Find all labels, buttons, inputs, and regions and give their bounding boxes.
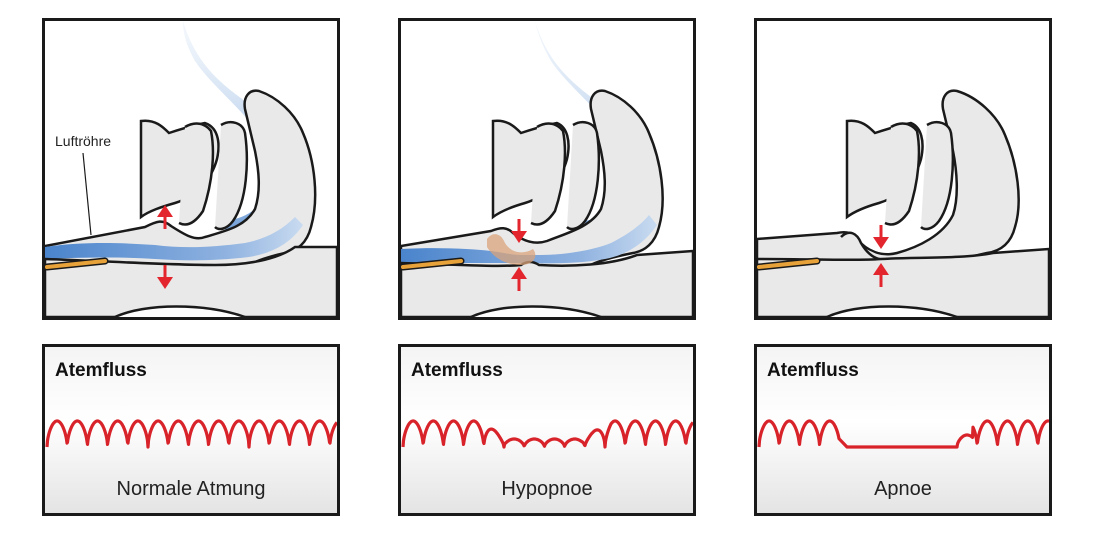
hypopnoe-breathflow-panel: Atemfluss Hypopnoe — [398, 344, 696, 516]
chest-curve — [114, 305, 246, 317]
uvula — [884, 122, 921, 226]
arrow-up-icon — [873, 263, 889, 287]
hypopnoe-airway-illustration — [401, 21, 693, 317]
trachea-label: Luftröhre — [55, 133, 112, 149]
normal-airway-illustration — [45, 21, 337, 317]
apnoe-airway-illustration — [757, 89, 1049, 317]
arrow-up-icon — [511, 267, 527, 291]
chest-curve — [826, 305, 958, 317]
trachea-tube-fill — [757, 259, 819, 269]
normal-airway-diagram: Luftröhre — [42, 18, 340, 320]
caption: Apnoe — [874, 478, 932, 500]
collapsed-tissue — [487, 234, 536, 265]
arrow-down-icon — [511, 219, 527, 243]
flow-title: Atemfluss — [55, 360, 147, 381]
epiglottis — [566, 121, 601, 231]
apnoe-breathflow-panel: Atemfluss Apnoe — [754, 344, 1052, 516]
trachea-tube-fill — [45, 259, 107, 269]
caption: Hypopnoe — [501, 478, 593, 500]
face-tissue — [757, 89, 1020, 273]
normal-breathflow-panel: Atemfluss Normale Atmung — [42, 344, 340, 516]
pharynx-wall — [401, 249, 693, 317]
face-tissue — [401, 89, 664, 273]
apnoe-breathflow-waveform — [757, 419, 1049, 449]
uvula — [178, 122, 215, 226]
apnoe-airway-diagram — [754, 18, 1052, 320]
airway-flow — [401, 215, 657, 264]
caption: Normale Atmung — [116, 478, 266, 500]
flow-title: Atemfluss — [411, 360, 503, 381]
arrow-down-icon — [157, 265, 173, 289]
airway-flow — [45, 217, 303, 261]
hypopnoe-breathflow-waveform — [401, 419, 693, 449]
hypopnoe-airway-diagram — [398, 18, 696, 320]
trachea-callout-line — [82, 152, 92, 236]
arrow-down-icon — [873, 225, 889, 249]
normal-breathflow-waveform — [45, 419, 337, 449]
flow-title: Atemfluss — [767, 360, 859, 381]
epiglottis — [920, 121, 955, 231]
trachea-tube-fill — [401, 259, 463, 269]
uvula — [530, 122, 567, 226]
epiglottis — [214, 121, 249, 231]
arrow-up-icon — [157, 205, 173, 229]
chest-curve — [470, 305, 602, 317]
